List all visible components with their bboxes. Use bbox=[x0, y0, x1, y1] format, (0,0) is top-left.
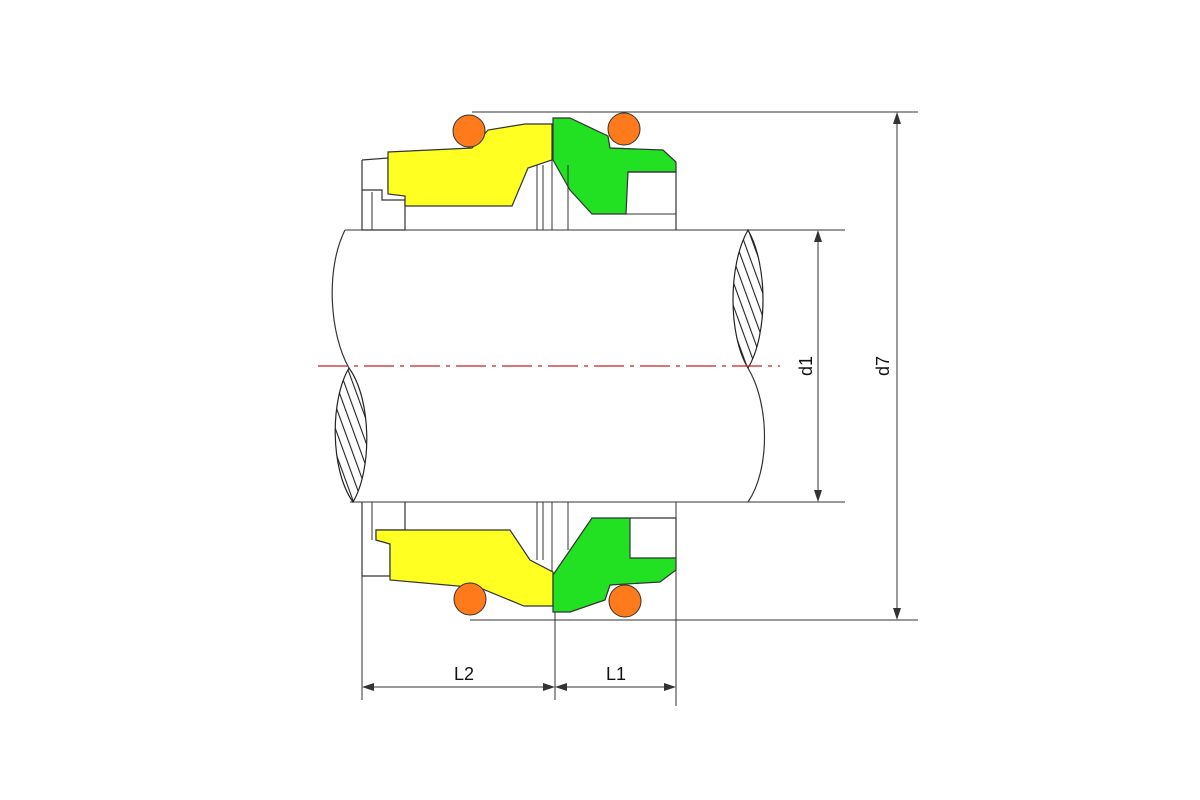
dimension-label-d1: d1 bbox=[796, 356, 816, 376]
dimension-label-L2: L2 bbox=[454, 664, 474, 684]
dimension-label-L1: L1 bbox=[606, 664, 626, 684]
o-ring-bottom-left bbox=[453, 582, 487, 616]
dimension-L2: L2 bbox=[361, 576, 556, 700]
dimension-L1: L1 bbox=[555, 620, 677, 706]
shaft bbox=[318, 228, 845, 504]
seal-section-bottom bbox=[361, 502, 677, 620]
dimension-d1: d1 bbox=[748, 229, 845, 502]
spring-gap-top bbox=[536, 160, 553, 230]
seal-section-top bbox=[361, 112, 677, 231]
o-ring-bottom-right bbox=[608, 584, 642, 618]
right-shaft-break-section bbox=[732, 228, 764, 370]
o-ring-top-left bbox=[452, 114, 486, 148]
spring-gap-bottom bbox=[536, 502, 569, 572]
o-ring-top-right bbox=[607, 112, 641, 146]
stationary-seat-bottom bbox=[552, 517, 677, 613]
rotating-ring-bottom bbox=[375, 529, 554, 607]
left-shaft-break-section bbox=[334, 366, 368, 504]
dimension-label-d7: d7 bbox=[873, 356, 893, 376]
dimension-d7: d7 bbox=[470, 111, 918, 621]
